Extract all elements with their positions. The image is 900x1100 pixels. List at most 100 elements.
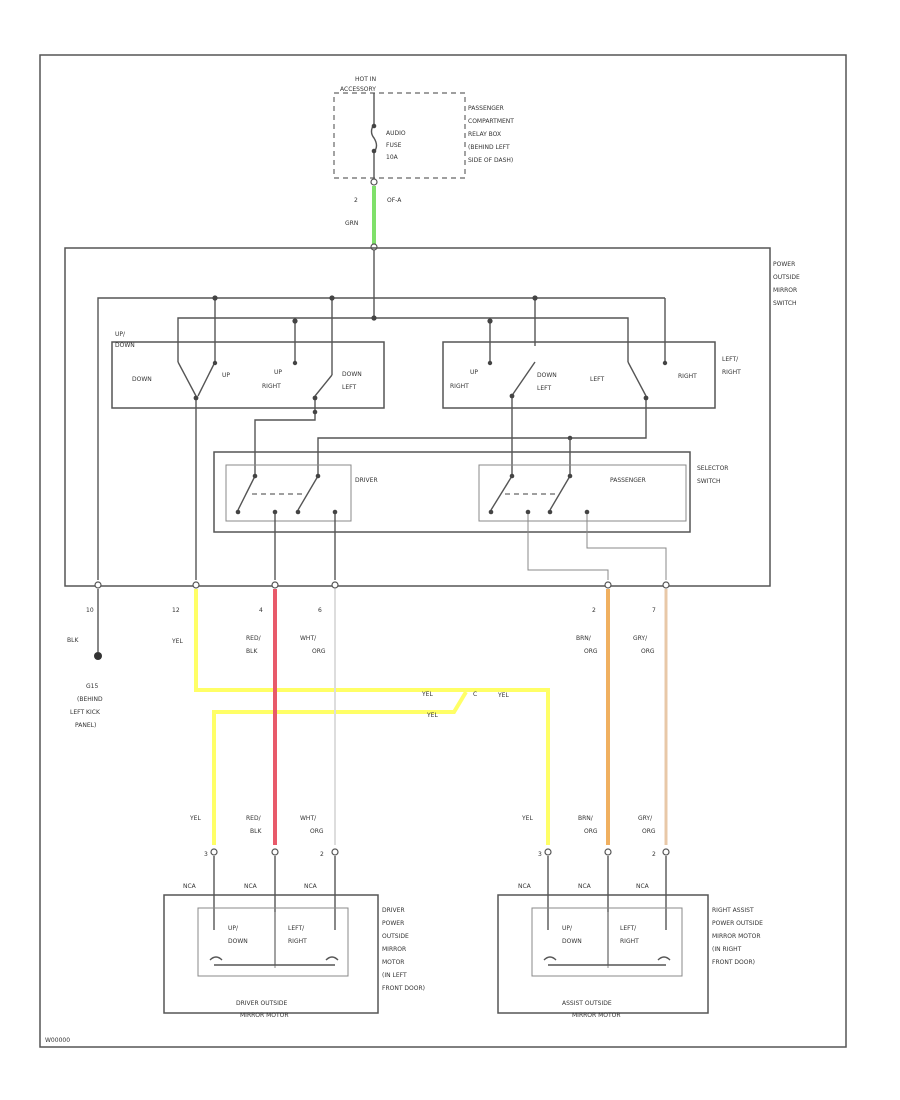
driver-updown-2: DOWN [228,938,248,945]
lower-gryorg-2: ORG [642,828,656,835]
relay-box-label-4: (BEHIND LEFT [468,144,510,151]
switch-title-4: SWITCH [773,300,797,307]
relay-box-label-3: RELAY BOX [468,131,501,138]
nca-2: NCA [244,883,258,890]
switch-pin-4 [271,581,279,589]
bus-junction-6 [487,318,493,324]
lr-contact-2 [627,361,647,397]
assist-motor-box [497,894,709,1014]
wire-label-brnorg-2: ORG [584,648,598,655]
pass-sel-top-1 [509,473,515,479]
switch-pin-10 [94,581,102,589]
wire-label-redblk-1: RED/ [246,635,262,642]
fuse-connector-pin [370,178,378,186]
bus-upper [97,297,536,580]
pass-sel-term-2 [525,509,531,515]
lower-brnorg-2: ORG [584,828,598,835]
lower-redblk-2: BLK [250,828,262,835]
updown-switch-box [111,341,385,409]
driver-desc-6: (IN LEFT [382,972,407,979]
lower-yel-right: YEL [521,815,533,822]
assist-desc-4: (IN RIGHT [712,946,742,953]
bus-junction-3 [371,315,377,321]
driver-desc-2: POWER [382,920,404,927]
pass-sel-term-3 [547,509,553,515]
mirror-switch-box [64,247,771,587]
wire-sel-to-pin2 [527,514,609,580]
lr-right-label: RIGHT [678,373,697,380]
driver-leftright-1: LEFT/ [288,925,305,932]
wire-label-grn: GRN [345,220,358,227]
assist-desc-3: MIRROR MOTOR [712,933,761,940]
relay-box-dashed [333,92,466,179]
driver-sel-top-2 [315,473,321,479]
driver-sel-term-3 [295,509,301,515]
updown-label-2: DOWN [115,342,135,349]
passenger-selector-label: PASSENGER [610,477,646,484]
bus-junction-5 [292,318,298,324]
motor-pin-a3 [662,848,670,856]
pin-num-10: 10 [86,607,94,614]
updown-pivot-2 [312,395,318,401]
updown-upright-2: RIGHT [262,383,281,390]
driver-sel-term-1 [235,509,241,515]
pass-sel-contact-1 [490,475,513,511]
driver-sel-term-2 [272,509,278,515]
motor-pin-d3 [331,848,339,856]
motor-pin-num-a3: 2 [652,851,656,858]
lower-gryorg-1: GRY/ [638,815,653,822]
wire-sel-to-pin7 [586,514,667,580]
leftright-label-1: LEFT/ [722,356,739,363]
lower-whtorg-2: ORG [310,828,324,835]
driver-sel-contact-1 [237,475,256,511]
assist-motor-title-2: MIRROR MOTOR [572,1012,621,1019]
ground-label-2: (BEHIND [77,696,103,703]
driver-leftright-2: RIGHT [288,938,307,945]
pass-sel-term-4 [584,509,590,515]
driver-selector-label: DRIVER [355,477,378,484]
driver-motor-title-1: DRIVER OUTSIDE [236,1000,288,1007]
nca-4: NCA [518,883,532,890]
wire-label-whtorg-1: WHT/ [300,635,317,642]
fuse-label-2: FUSE [386,142,402,149]
selector-switch-box [213,451,691,533]
driver-motor-inner [197,907,349,977]
updown-contact-3 [314,374,333,397]
wire-label-whtorg-2: ORG [312,648,326,655]
selector-node-1 [312,409,318,415]
selector-label-1: SELECTOR [697,465,728,472]
fuse-icon [370,123,378,153]
assist-updown-2: DOWN [562,938,582,945]
lr-downleft-1: DOWN [537,372,557,379]
wire-label-gryorg-1: GRY/ [633,635,648,642]
fuse-dot-1 [371,123,377,129]
pin-num-2: 2 [592,607,596,614]
leftright-switch-box [442,341,716,409]
updown-term-1 [212,360,218,366]
wire-label-blk: BLK [67,637,79,644]
updown-down-label: DOWN [132,376,152,383]
switch-pin-2 [604,581,612,589]
ground-label-4: PANEL) [75,722,96,729]
switch-title-3: MIRROR [773,287,797,294]
switch-pin-12 [192,581,200,589]
ground-icon [94,652,102,660]
updown-up-label: UP [222,372,230,379]
updown-label-1: UP/ [115,331,126,338]
wire-updown-to-selector [254,400,316,475]
lower-whtorg-1: WHT/ [300,815,317,822]
pin-num-12: 12 [172,607,180,614]
fuse-label-1: AUDIO [386,130,406,137]
updown-upright-1: UP [274,369,282,376]
driver-sel-top-1 [252,473,258,479]
wire-yel-upper [194,589,550,845]
driver-motor-title-2: MIRROR MOTOR [240,1012,289,1019]
bus-junction-4 [532,295,538,301]
assist-updown-1: UP/ [562,925,573,932]
lr-downleft-2: LEFT [537,385,551,392]
lr-pivot-1 [509,393,515,399]
nca-3: NCA [304,883,318,890]
motor-pin-d1 [210,848,218,856]
wire-label-yel-top: YEL [171,638,183,645]
